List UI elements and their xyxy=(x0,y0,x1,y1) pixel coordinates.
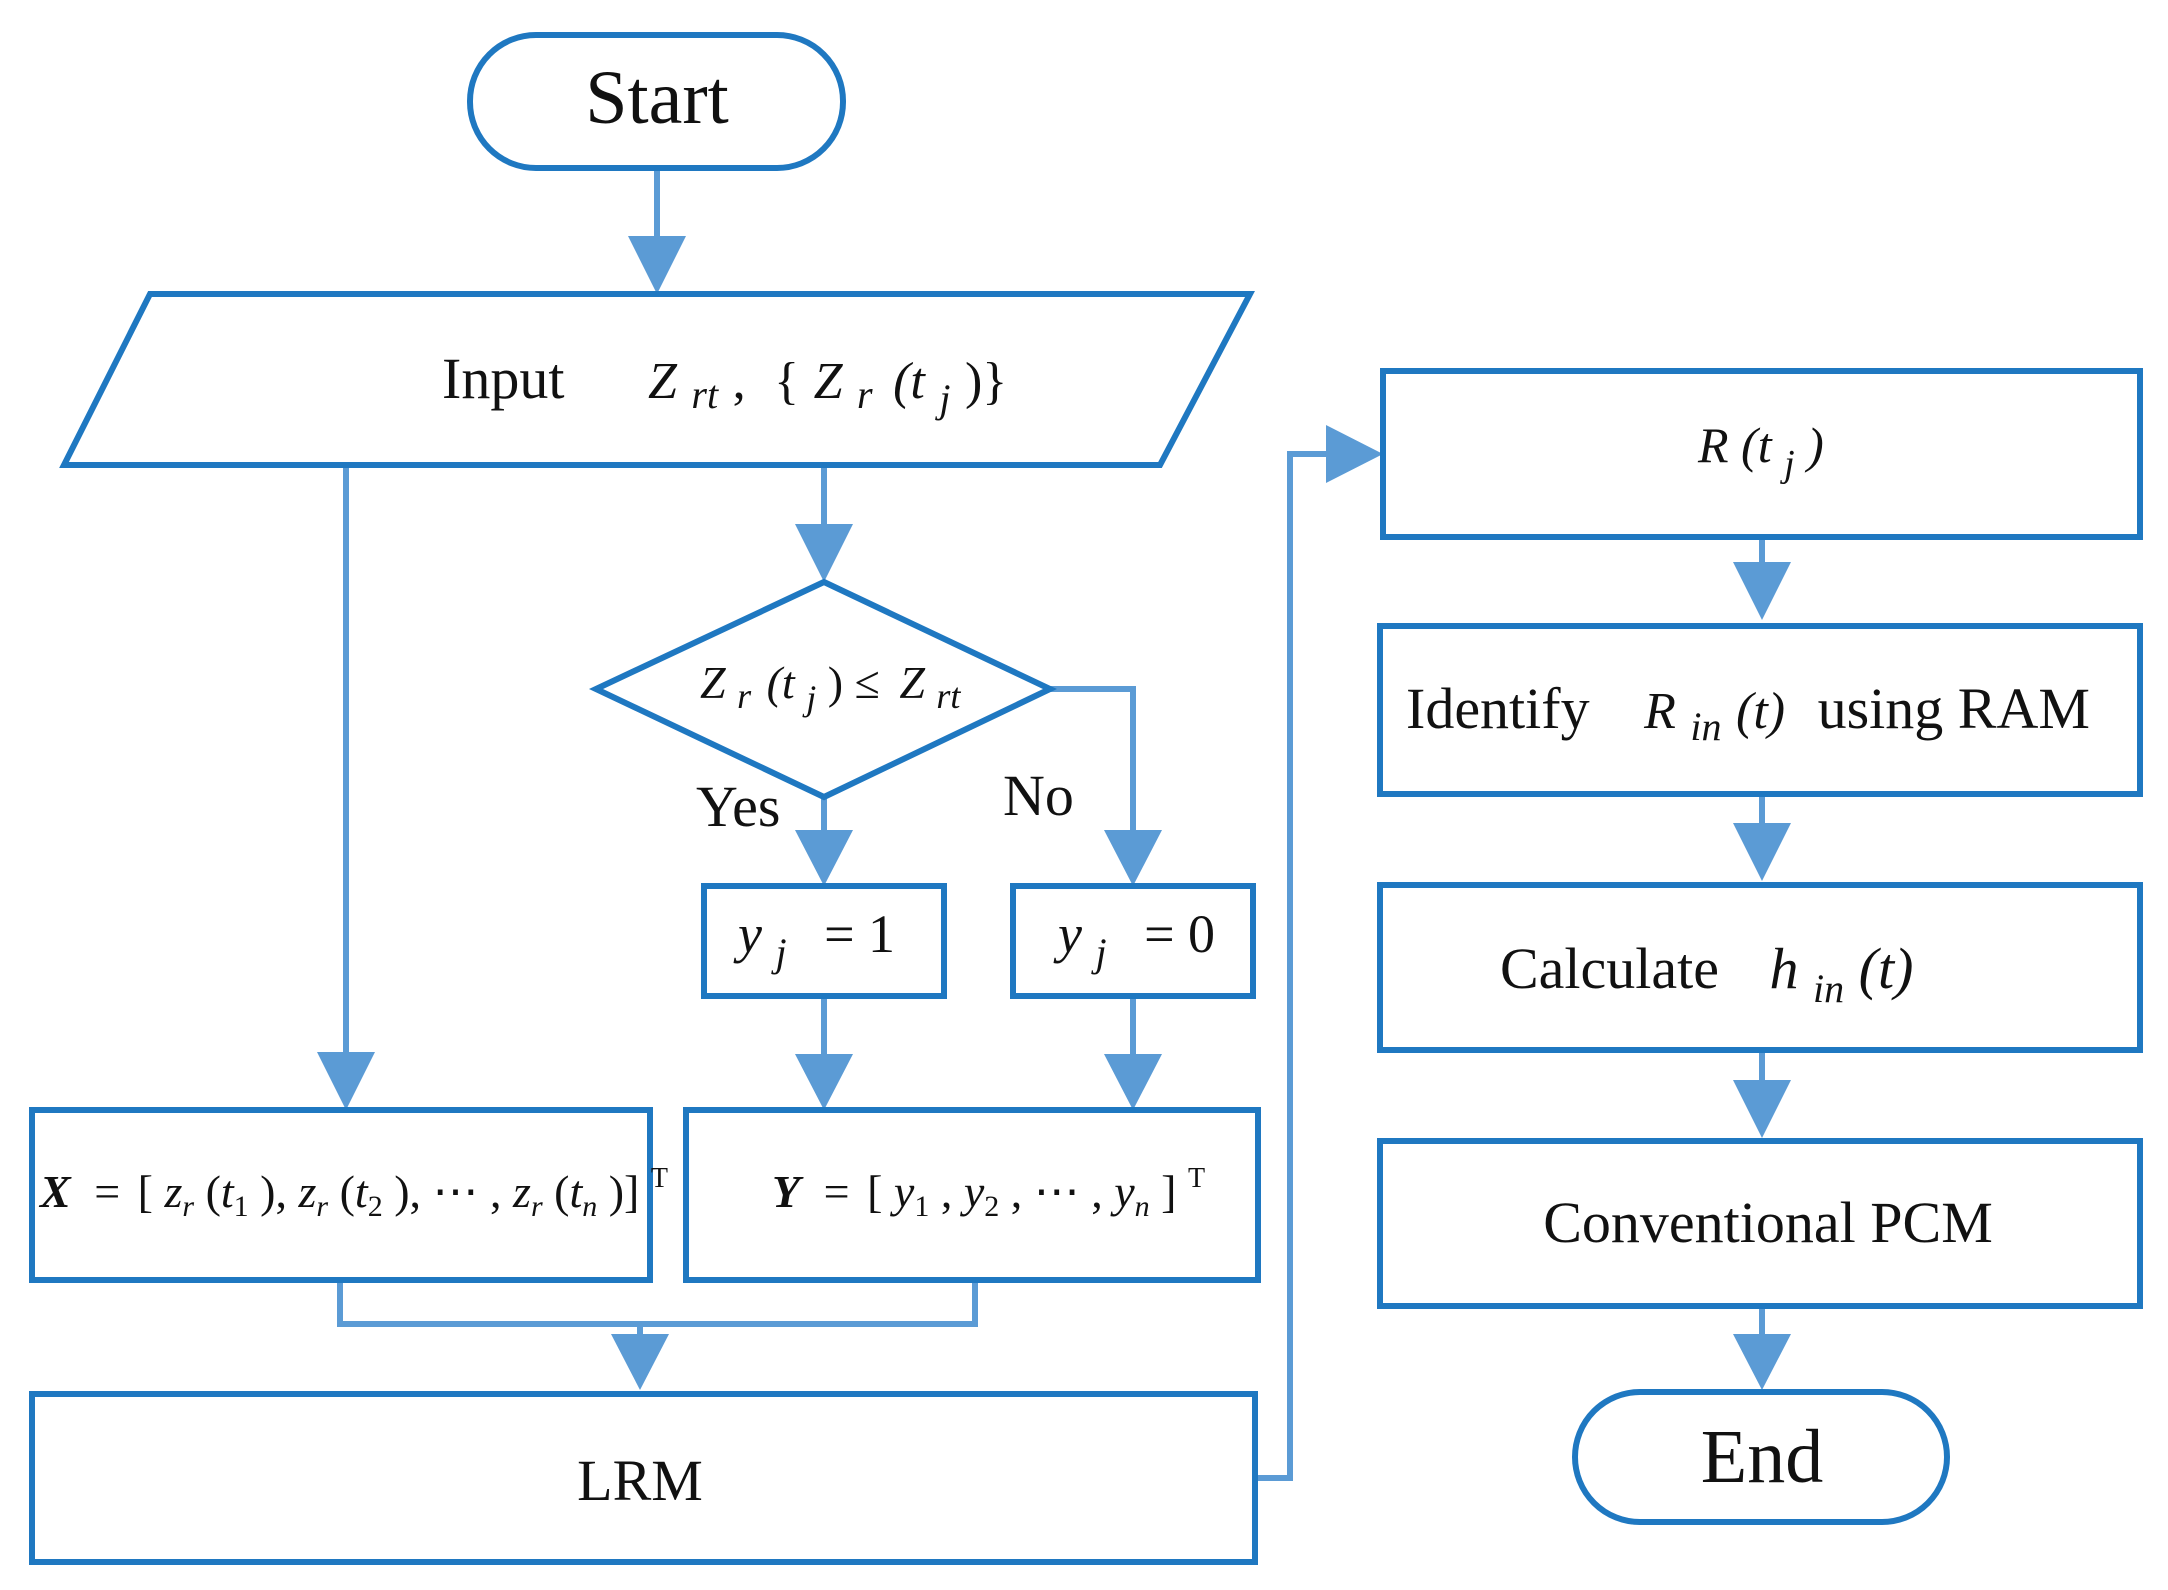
edge-lrm-r xyxy=(1255,451,1336,1481)
arrowhead xyxy=(795,830,853,886)
edge-decision-no xyxy=(1050,686,1136,842)
calculate-node: Calculate h in (t) xyxy=(1377,882,2143,1053)
no-label: No xyxy=(1003,763,1074,828)
x-vector-node: X = [ zr (t1 ), zr (t2 ), ⋯ , zr (tn )] … xyxy=(29,1107,668,1283)
y-equals-one-text: y j = 1 xyxy=(733,904,895,978)
edge-merge-xy xyxy=(337,1280,978,1327)
y-equals-one-node: y j = 1 xyxy=(701,883,947,999)
identify-text: Identify R in (t) using RAM xyxy=(1406,676,2090,753)
input-text: Input Z rt , { Z r (t j )} xyxy=(442,346,1007,425)
yes-label: Yes xyxy=(696,774,780,839)
arrowhead xyxy=(1104,830,1162,886)
end-label: End xyxy=(1701,1415,1823,1499)
connectors xyxy=(317,168,1791,1481)
arrowhead xyxy=(795,1054,853,1110)
end-node: End xyxy=(1572,1389,1950,1525)
lrm-label: LRM xyxy=(577,1448,703,1513)
arrowhead xyxy=(1733,1334,1791,1390)
lrm-node: LRM xyxy=(29,1391,1258,1565)
pcm-label: Conventional PCM xyxy=(1543,1190,1993,1255)
arrowhead xyxy=(1733,823,1791,881)
calculate-text: Calculate h in (t) xyxy=(1500,936,1913,1015)
identify-node: Identify R in (t) using RAM xyxy=(1377,623,2143,797)
r-text: R (t j ) xyxy=(1697,417,1824,487)
arrowhead xyxy=(628,236,686,294)
arrowhead xyxy=(611,1334,669,1390)
arrowhead xyxy=(1326,425,1383,483)
arrowhead xyxy=(1733,1080,1791,1138)
x-vector-text: X = [ zr (t1 ), zr (t2 ), ⋯ , zr (tn )] … xyxy=(38,1163,668,1226)
start-label: Start xyxy=(585,56,729,140)
r-node: R (t j ) xyxy=(1380,368,2143,540)
arrowhead xyxy=(317,1052,375,1110)
y-vector-text: Y = [ y1 , y2 , ⋯ , yn ] T xyxy=(772,1163,1205,1226)
y-equals-zero-node: y j = 0 xyxy=(1010,883,1256,999)
arrowhead xyxy=(795,524,853,582)
arrowhead xyxy=(1733,562,1791,620)
input-node: Input Z rt , { Z r (t j )} xyxy=(59,291,1255,468)
decision-condition: Z r (t j ) ≤ Z rt xyxy=(700,657,961,720)
y-equals-zero-text: y j = 0 xyxy=(1053,904,1215,978)
arrowhead xyxy=(1104,1054,1162,1110)
y-vector-node: Y = [ y1 , y2 , ⋯ , yn ] T xyxy=(683,1107,1261,1283)
decision-node: Z r (t j ) ≤ Z rt Yes No xyxy=(588,578,1074,839)
pcm-node: Conventional PCM xyxy=(1377,1138,2143,1309)
start-node: Start xyxy=(467,32,846,171)
